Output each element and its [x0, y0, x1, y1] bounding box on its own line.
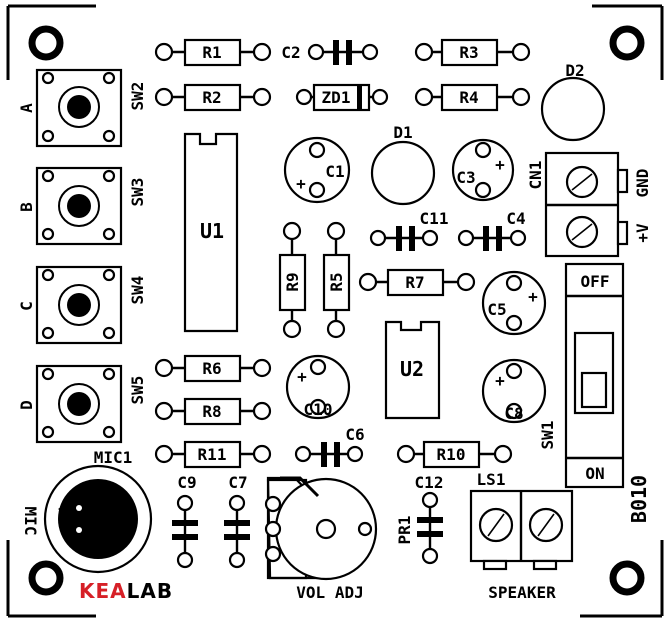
svg-text:+: + [495, 371, 505, 390]
capacitor-c4: C4 [457, 209, 527, 251]
c8-label: C8 [504, 404, 523, 423]
d2-label: D2 [565, 61, 584, 80]
d1-label: D1 [393, 123, 412, 142]
resistor-r3: R3 [414, 38, 531, 67]
off-label: OFF [581, 272, 610, 291]
c11-label: C11 [420, 209, 449, 228]
sw4-label: SW4 [128, 276, 147, 305]
ls1-label: LS1 [477, 470, 506, 489]
capacitor-c9: C9 [172, 473, 198, 569]
r2-label: R2 [202, 88, 221, 107]
svg-text:+: + [297, 367, 307, 386]
btn-b-label: B [17, 202, 36, 212]
r8-label: R8 [202, 402, 221, 421]
capacitor-c6: C6 [294, 425, 365, 467]
u1-label: U1 [200, 219, 224, 243]
zd1-label: ZD1 [322, 88, 351, 107]
c9-label: C9 [177, 473, 196, 492]
r10-label: R10 [437, 445, 466, 464]
btn-d-label: D [17, 400, 36, 410]
u2-label: U2 [400, 357, 424, 381]
capacitor-c2: C2 [281, 40, 379, 65]
mic1-label: MIC1 [94, 448, 133, 467]
connector-cn1: CN1 GND +V [526, 151, 652, 258]
on-label: ON [585, 464, 604, 483]
btn-a-label: A [17, 103, 36, 113]
c7-label: C7 [228, 473, 247, 492]
resistor-r1: R1 [154, 38, 272, 67]
speaker-label: SPEAKER [488, 583, 556, 602]
svg-text:+: + [495, 155, 505, 174]
r4-label: R4 [459, 88, 478, 107]
gnd-label: GND [633, 169, 652, 198]
corner-brackets [6, 4, 664, 618]
resistor-r4: R4 [414, 83, 531, 112]
switch-sw4: C SW4 [17, 265, 147, 345]
capacitor-c7: C7 [224, 473, 250, 569]
ic-u2: U2 [384, 320, 441, 420]
resistor-r5: R5 [322, 221, 351, 339]
capacitor-c12: C12 [415, 473, 444, 565]
c3-label: C3 [456, 168, 475, 187]
capacitor-c1: C1 + [283, 136, 351, 204]
ic-u1: U1 [183, 132, 239, 333]
led-d2: D2 [540, 61, 606, 142]
btn-c-label: C [17, 301, 36, 311]
zener-zd1: ZD1 [295, 83, 389, 112]
c10-label: C10 [304, 400, 333, 419]
r5-label: R5 [327, 272, 346, 291]
microphone-mic1: + MIC1 MIC [21, 448, 153, 574]
capacitor-c10: C10 + [285, 354, 351, 420]
pr1-label: PR1 [395, 516, 414, 545]
brand-logo: KEALAB [79, 579, 173, 603]
resistor-r7: R7 [358, 268, 476, 297]
c5-label: C5 [487, 300, 506, 319]
c6-label: C6 [345, 425, 364, 444]
cn1-label: CN1 [526, 161, 545, 190]
capacitor-c8: C8 + [481, 358, 547, 424]
capacitor-c3: C3 + [451, 138, 515, 202]
sw1-label: SW1 [538, 421, 557, 450]
brand-black-part: LAB [127, 579, 173, 603]
potentiometer-pr1: PR1 VOL ADJ [264, 476, 414, 602]
svg-text:+: + [58, 499, 68, 518]
switch-sw3: B SW3 [17, 166, 147, 246]
svg-text:+: + [528, 287, 538, 306]
c2-label: C2 [281, 43, 300, 62]
r3-label: R3 [459, 43, 478, 62]
svg-text:+: + [296, 174, 306, 193]
capacitor-c5: C5 + [481, 270, 547, 336]
c1-label: C1 [325, 162, 344, 181]
resistor-r6: R6 [154, 354, 272, 383]
c12-label: C12 [415, 473, 444, 492]
led-d1: D1 [370, 123, 436, 206]
sw2-label: SW2 [128, 82, 147, 111]
r11-label: R11 [198, 445, 227, 464]
resistor-r2: R2 [154, 83, 272, 112]
vol-adj-label: VOL ADJ [296, 583, 363, 602]
resistor-r11: R11 [154, 440, 272, 469]
r7-label: R7 [405, 273, 424, 292]
switch-sw2: A SW2 [17, 68, 147, 148]
switch-sw5: D SW5 [17, 364, 147, 444]
r9-label: R9 [283, 272, 302, 291]
resistor-r10: R10 [396, 440, 513, 469]
brand-red-part: KEA [79, 579, 127, 603]
resistor-r8: R8 [154, 397, 272, 426]
sw5-label: SW5 [128, 376, 147, 405]
sw3-label: SW3 [128, 178, 147, 207]
mounting-holes [28, 25, 645, 596]
vplus-label: +V [633, 223, 652, 243]
svg-text:KEALAB: KEALAB [79, 579, 173, 603]
connector-ls1: LS1 SPEAKER [469, 470, 574, 602]
switch-sw1: OFF ON SW1 [538, 262, 625, 489]
c4-label: C4 [506, 209, 525, 228]
capacitor-c11: C11 [369, 209, 449, 251]
resistor-r9: R9 [278, 221, 307, 339]
mic-label: MIC [21, 507, 40, 536]
board-code: B010 [627, 475, 651, 523]
r6-label: R6 [202, 359, 221, 378]
r1-label: R1 [202, 43, 221, 62]
